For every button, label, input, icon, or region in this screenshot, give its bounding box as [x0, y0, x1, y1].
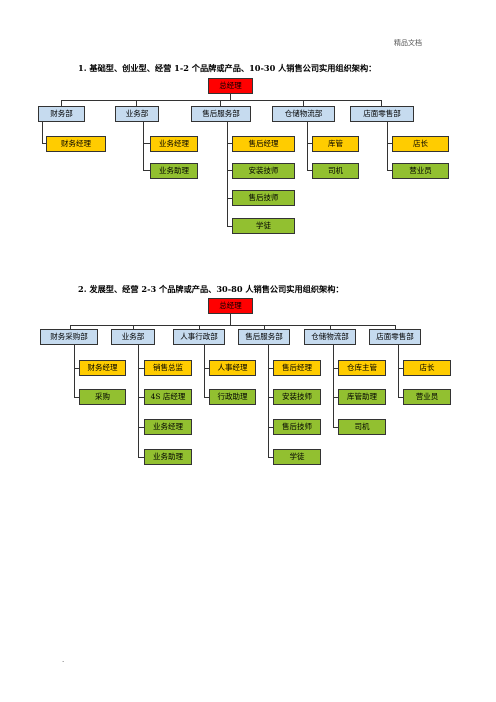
chart1-root-ceo: 总经理: [208, 78, 253, 94]
chart1-dept-business: 业务部: [115, 106, 159, 122]
chart1-role-driver: 司机: [312, 163, 359, 179]
chart2-role-hr-manager: 人事经理: [209, 360, 256, 376]
chart2-dept-warehouse: 仓储物流部: [304, 329, 356, 345]
chart1-role-install-tech: 安装技师: [232, 163, 295, 179]
chart2-role-store-manager: 店长: [403, 360, 451, 376]
chart2-role-warehouse-supervisor: 仓库主管: [338, 360, 386, 376]
chart2-heading: 2. 发展型、经营 2-3 个品牌或产品、30-80 人销售公司实用组织架构：: [78, 284, 344, 294]
chart2-role-install-tech: 安装技师: [273, 389, 321, 405]
chart1-role-store-manager: 店长: [392, 136, 449, 152]
chart1-heading: 1. 基础型、创业型、经营 1-2 个品牌或产品、10-30 人销售公司实用组织…: [78, 63, 377, 73]
footer-mark: .: [62, 656, 65, 664]
chart2-role-aftersales-tech: 售后技师: [273, 419, 321, 435]
chart1-role-sales-clerk: 营业员: [392, 163, 449, 179]
chart1-dept-warehouse: 仓储物流部: [272, 106, 335, 122]
chart1-role-finance-manager: 财务经理: [46, 136, 106, 152]
chart2-role-driver: 司机: [338, 419, 386, 435]
chart1-role-business-manager: 业务经理: [150, 136, 198, 152]
chart1-role-business-assistant: 业务助理: [150, 163, 198, 179]
chart2-dept-business: 业务部: [111, 329, 155, 345]
chart1-role-aftersales-manager: 售后经理: [232, 136, 295, 152]
chart2-root-ceo: 总经理: [208, 298, 253, 314]
watermark: 精品文档: [394, 39, 422, 47]
chart1-dept-finance: 财务部: [38, 106, 85, 122]
chart2-role-storekeeper-assistant: 库管助理: [338, 389, 386, 405]
chart2-role-apprentice: 学徒: [273, 449, 321, 465]
chart2-role-business-assistant: 业务助理: [144, 449, 192, 465]
chart2-role-sales-clerk: 营业员: [403, 389, 451, 405]
chart2-dept-hr-admin: 人事行政部: [173, 329, 225, 345]
chart1-role-storekeeper: 库管: [312, 136, 359, 152]
chart2-role-admin-assistant: 行政助理: [209, 389, 256, 405]
chart1-dept-store: 店面零售部: [350, 106, 414, 122]
chart2-role-aftersales-manager: 售后经理: [273, 360, 321, 376]
chart1-role-apprentice: 学徒: [232, 218, 295, 234]
chart2-role-4s-store-manager: 4S 店经理: [144, 389, 192, 405]
chart2-role-finance-manager: 财务经理: [79, 360, 126, 376]
chart2-dept-aftersales: 售后服务部: [238, 329, 290, 345]
chart2-role-sales-director: 销售总监: [144, 360, 192, 376]
chart2-dept-store: 店面零售部: [369, 329, 421, 345]
chart2-role-business-manager: 业务经理: [144, 419, 192, 435]
chart1-dept-aftersales: 售后服务部: [191, 106, 251, 122]
chart2-role-purchasing: 采购: [79, 389, 126, 405]
chart2-dept-finance-purchasing: 财务采购部: [40, 329, 98, 345]
chart1-role-aftersales-tech: 售后技师: [232, 190, 295, 206]
